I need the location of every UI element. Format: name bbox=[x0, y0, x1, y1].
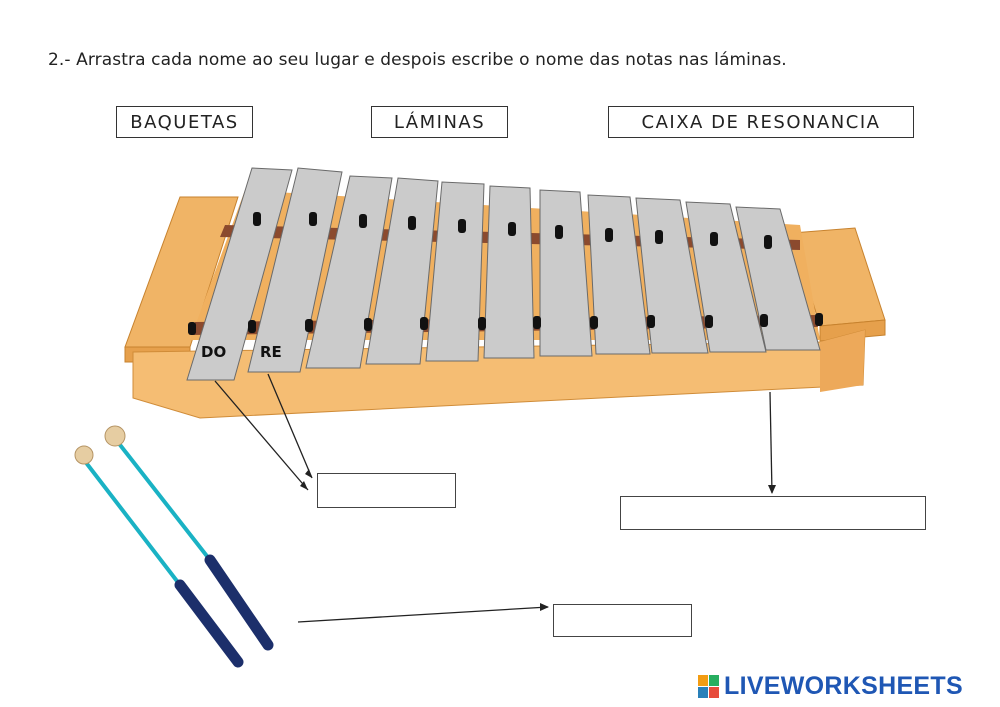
bar-11 bbox=[735, 206, 821, 351]
mallet-2-head bbox=[104, 425, 126, 447]
wood-end-right-front bbox=[819, 319, 886, 342]
note-label-re: RE bbox=[260, 343, 282, 361]
arrow-re bbox=[267, 373, 313, 479]
answer-field-baquetas[interactable] bbox=[553, 604, 692, 637]
mallets bbox=[74, 425, 274, 668]
resonance-box-side bbox=[820, 330, 865, 392]
bar-7 bbox=[539, 189, 593, 357]
mallet-1-head bbox=[74, 445, 94, 465]
liveworksheets-brand: LIVEWORKSHEETS bbox=[698, 672, 963, 701]
bar-1 bbox=[186, 167, 293, 381]
arrow-box bbox=[769, 391, 773, 494]
bar-6 bbox=[483, 185, 535, 359]
bar-8 bbox=[587, 194, 651, 355]
mallet-1-handle bbox=[174, 579, 244, 668]
mallet-2-shaft bbox=[115, 439, 212, 562]
bar-4 bbox=[365, 177, 439, 365]
bar-3 bbox=[305, 175, 393, 369]
arrow-do bbox=[214, 380, 309, 491]
note-label-do: DO bbox=[201, 343, 227, 361]
arrow-mallets bbox=[297, 606, 549, 623]
bar-9 bbox=[635, 197, 709, 354]
answer-field-laminas[interactable] bbox=[317, 473, 456, 508]
bar-10 bbox=[685, 201, 767, 353]
answer-field-caixa[interactable] bbox=[620, 496, 926, 530]
pins bbox=[188, 212, 823, 335]
drag-word-caixa-de-resonancia[interactable]: CAIXA DE RESONANCIA bbox=[608, 106, 914, 138]
mallet-2-handle bbox=[204, 554, 274, 651]
drag-word-laminas[interactable]: LÁMINAS bbox=[371, 106, 508, 138]
arrows bbox=[214, 373, 773, 623]
brand-name: LIVEWORKSHEETS bbox=[724, 672, 963, 700]
instruction-text: 2.- Arrastra cada nome ao seu lugar e de… bbox=[48, 50, 787, 70]
bar-2 bbox=[247, 167, 343, 373]
mallet-1-shaft bbox=[82, 458, 182, 587]
bar-5 bbox=[425, 181, 485, 362]
drag-word-baquetas[interactable]: BAQUETAS bbox=[116, 106, 253, 138]
bars bbox=[186, 167, 821, 381]
liveworksheets-logo-icon bbox=[698, 674, 719, 698]
